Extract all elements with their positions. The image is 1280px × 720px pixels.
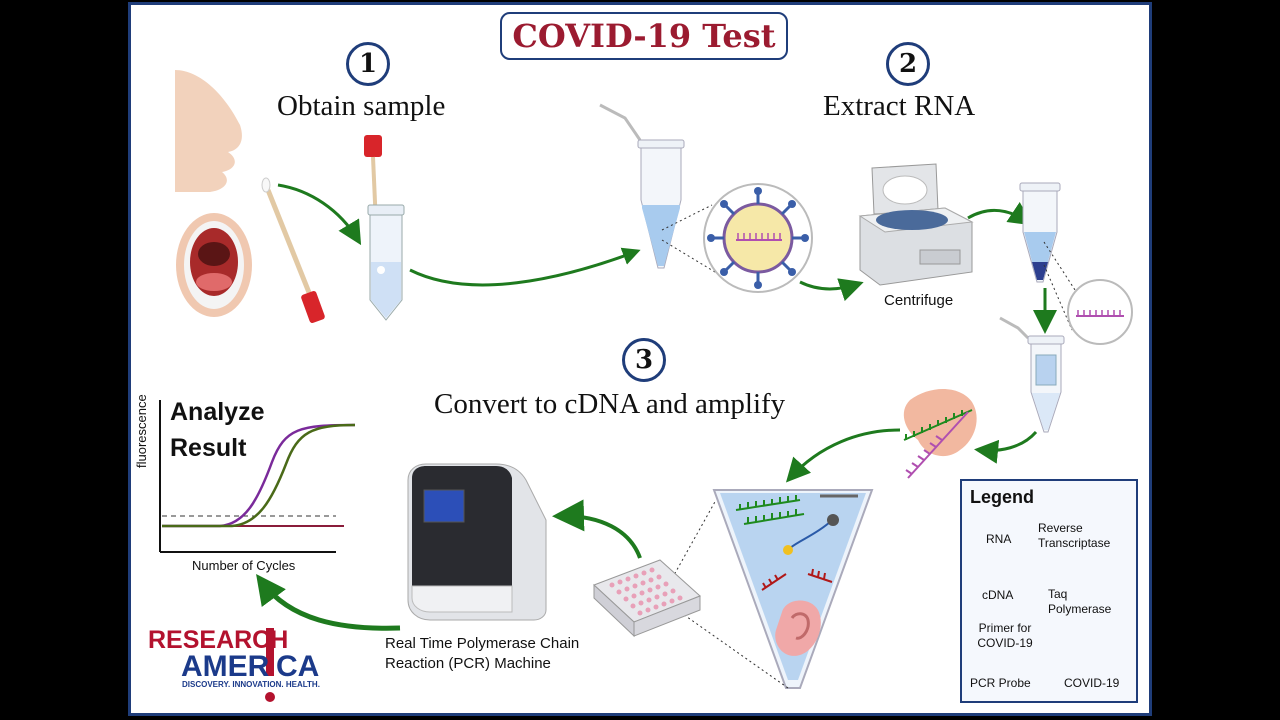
step-3-badge: 3 [622,338,666,382]
step-3-label: Convert to cDNA and amplify [434,388,786,420]
amplification-graph [159,400,356,553]
pcr-label-line-1: Real Time Polymerase Chain [385,635,580,652]
legend-rt-line-1: Reverse [1038,521,1083,535]
logo-artwork: RESEARCH AMER CA DISCOVERY. INNOVATION. … [148,626,320,702]
logo-line-2a: AMER [181,650,270,683]
open-mouth-icon [176,213,252,317]
step-1-badge: 1 [346,42,390,86]
research-america-logo: RESEARCH AMER CA DISCOVERY. INNOVATION. … [148,624,328,704]
analyze-line-2: Result [170,434,247,462]
legend-taq-line-1: Taq [1048,587,1068,601]
pcr-label-line-2: Reaction (PCR) Machine [385,655,551,672]
step-2-label: Extract RNA [823,90,976,122]
spin-column-tube-icon [999,316,1065,433]
analyze-result-heading: Analyze Result [170,394,264,466]
legend-primer-label: Primer for COVID-19 [972,621,1038,651]
centrifuge-icon [858,163,974,286]
legend-taq-line-2: Polymerase [1048,602,1112,616]
microtube-pellet-icon [1019,182,1061,283]
pcr-machine-icon [407,463,547,621]
legend-primer-line-2: COVID-19 [977,636,1033,650]
logo-tagline: DISCOVERY. INNOVATION. HEALTH. [182,680,320,689]
step-1-label: Obtain sample [277,90,446,122]
graph-y-axis-label: fluorescence [134,394,149,468]
legend-covid-label: COVID-19 [1064,676,1120,690]
legend-cdna-label: cDNA [982,588,1014,602]
logo-line-2b: CA [276,650,319,683]
rna-magnified-icon [1067,279,1133,345]
legend-title: Legend [970,487,1035,507]
page-title: COVID-19 Test [500,12,788,60]
centrifuge-label: Centrifuge [884,292,954,309]
reverse-transcriptase-icon [903,388,977,479]
sample-tube-icon [364,135,405,321]
swab-icon [261,177,325,323]
logo-line-1: RESEARCH [148,626,288,654]
reaction-well-magnified-icon [712,489,874,689]
analyze-line-1: Analyze [170,398,265,426]
legend-probe-label: PCR Probe [970,676,1031,690]
legend-rna-label: RNA [986,532,1012,546]
well-plate-icon [593,559,701,638]
microtube-icon [599,103,685,269]
legend-box: Legend [960,479,1138,703]
graph-x-axis-label: Number of Cycles [192,558,296,573]
legend-rt-line-2: Transcriptase [1038,536,1111,550]
legend-primer-line-1: Primer for [978,621,1032,635]
virus-magnified-icon [703,183,813,293]
pcr-machine-label: Real Time Polymerase Chain Reaction (PCR… [385,634,579,674]
face-nose-icon [175,70,242,192]
step-2-badge: 2 [886,42,930,86]
legend-taq-label: Taq Polymerase [1048,587,1111,617]
legend-rt-label: Reverse Transcriptase [1038,521,1110,551]
